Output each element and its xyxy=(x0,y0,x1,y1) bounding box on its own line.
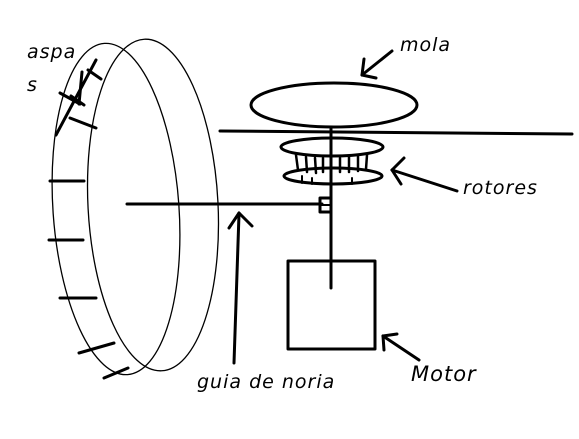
blade xyxy=(69,94,86,107)
label-aspas-line2: s xyxy=(27,74,38,96)
mola-arrow xyxy=(360,49,394,80)
label-motor: Motor xyxy=(411,362,477,386)
rotor-top xyxy=(279,136,385,158)
motor-box xyxy=(286,259,377,351)
rotores-arrow xyxy=(390,156,459,193)
wheel-blades xyxy=(47,68,130,380)
support-beam xyxy=(218,129,574,136)
label-rotores: rotores xyxy=(463,177,538,199)
label-aspas-line1: aspa xyxy=(27,41,76,63)
label-guia-de-noria: guia de noria xyxy=(197,371,335,393)
blade xyxy=(68,116,98,130)
rotor-bottom xyxy=(282,166,384,186)
wheel-back-rim xyxy=(86,38,220,372)
spring xyxy=(249,81,419,129)
guia-arrow xyxy=(227,211,254,365)
label-mola: mola xyxy=(400,34,451,56)
rotors xyxy=(279,136,385,186)
blade xyxy=(77,341,116,355)
motor-arrow xyxy=(381,332,421,362)
aspas-arrow xyxy=(54,58,98,137)
blade xyxy=(102,366,130,380)
